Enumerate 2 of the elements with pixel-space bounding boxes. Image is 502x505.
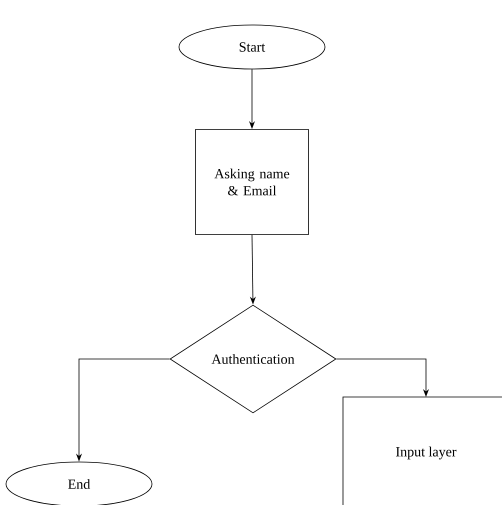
process-box: Asking name & Email <box>195 129 309 235</box>
process-box: Input layer <box>342 396 502 505</box>
